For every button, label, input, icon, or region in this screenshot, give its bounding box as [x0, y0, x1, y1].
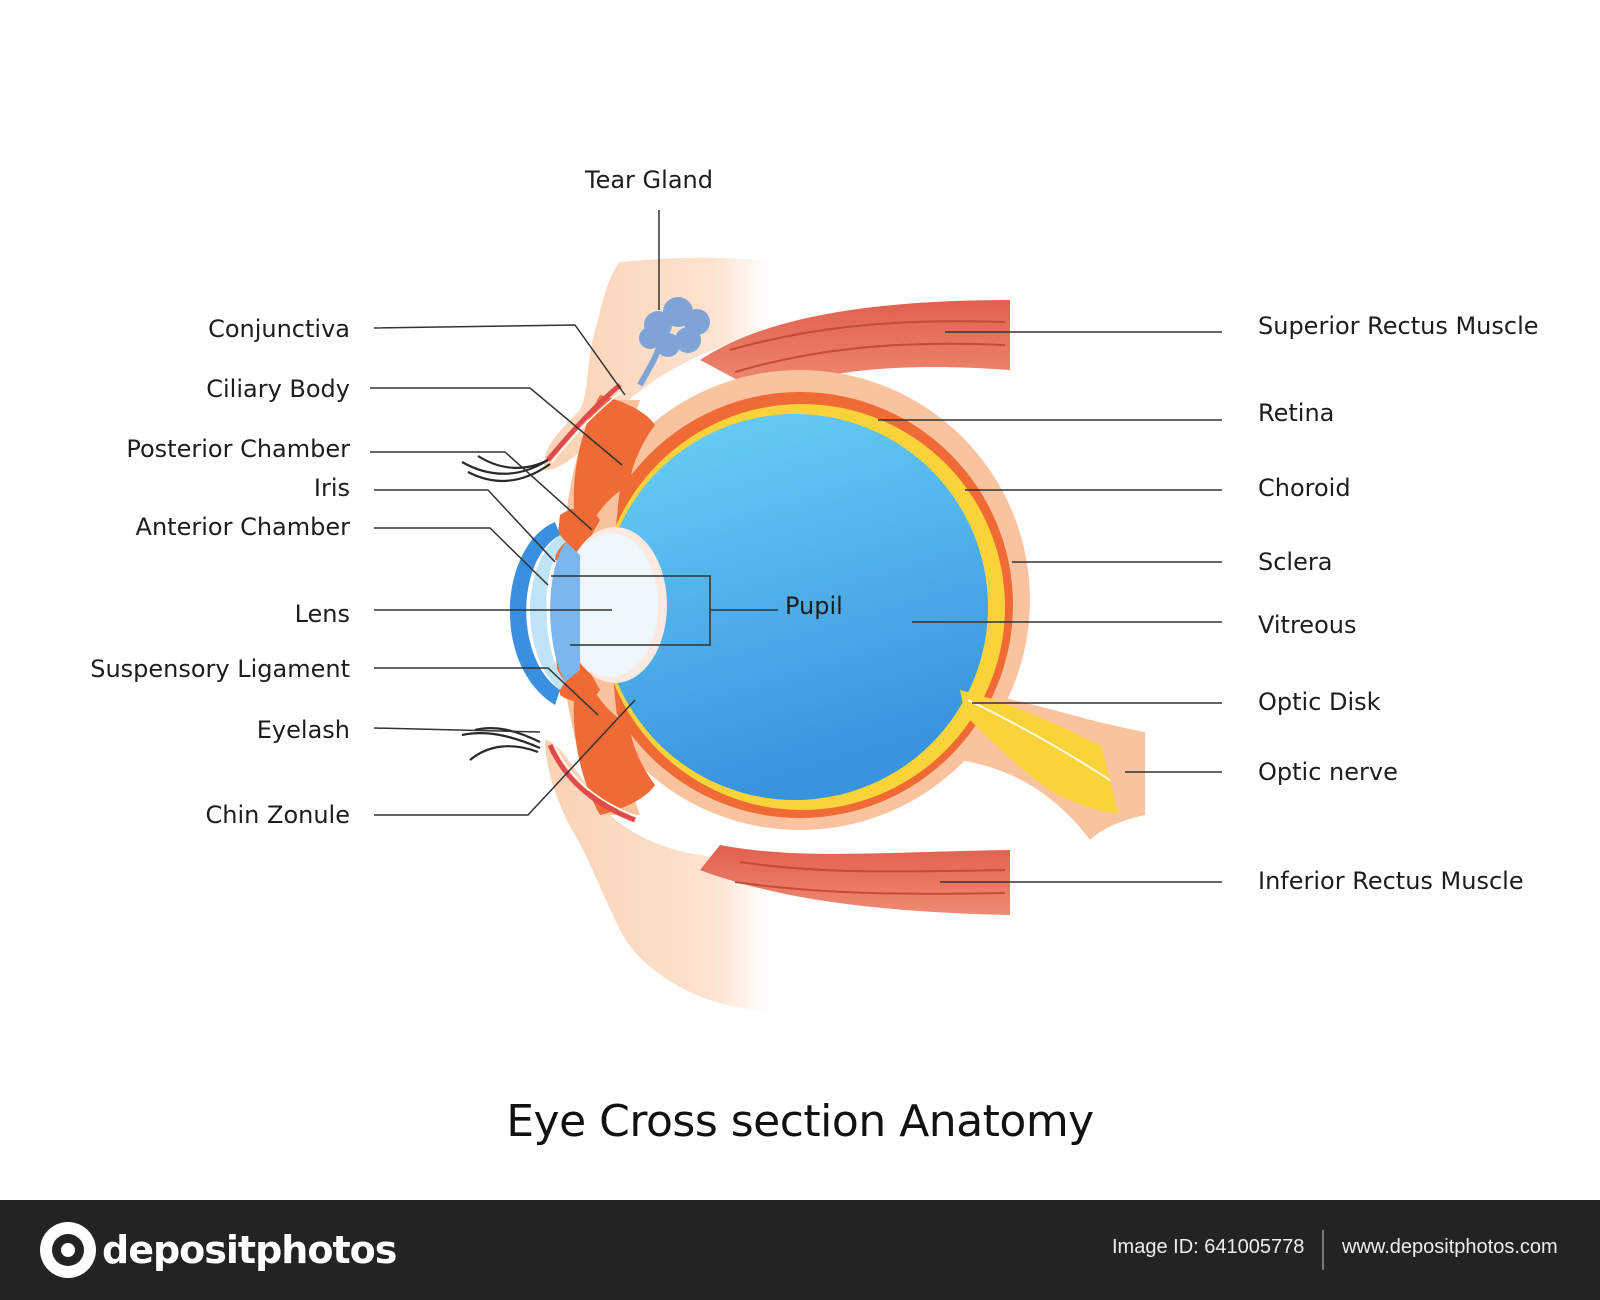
label-tear-gland: Tear Gland — [585, 166, 713, 194]
label-optic-disk: Optic Disk — [1258, 688, 1381, 716]
diagram-title: Eye Cross section Anatomy — [506, 1096, 1094, 1147]
cornea-shape — [509, 522, 560, 705]
optic-nerve-shape — [960, 690, 1125, 815]
label-inferior-rectus-muscle: Inferior Rectus Muscle — [1258, 867, 1524, 895]
ciliary-body-lower — [573, 685, 655, 815]
label-choroid: Choroid — [1258, 474, 1351, 502]
eye-diagram: Tear Gland Conjunctiva Ciliary Body Post… — [90, 166, 1539, 1147]
label-sclera: Sclera — [1258, 548, 1333, 576]
brand-logo[interactable]: depositphotos — [40, 1220, 397, 1280]
label-lens: Lens — [294, 600, 350, 628]
image-id: Image ID: 641005778 — [1112, 1236, 1305, 1258]
camera-logo-icon — [40, 1222, 96, 1278]
conjunctiva-lower — [547, 744, 636, 823]
label-conjunctiva: Conjunctiva — [208, 315, 350, 343]
label-anterior-chamber: Anterior Chamber — [135, 513, 350, 541]
label-superior-rectus-muscle: Superior Rectus Muscle — [1258, 312, 1539, 340]
tear-gland-shape — [637, 297, 710, 387]
label-optic-nerve: Optic nerve — [1258, 758, 1398, 786]
label-vitreous: Vitreous — [1258, 611, 1357, 639]
leader-lines — [370, 210, 1222, 883]
label-iris: Iris — [313, 474, 350, 502]
eye-cross-section-illustration — [370, 210, 1222, 1010]
eyelash-lower — [461, 727, 541, 761]
label-posterior-chamber: Posterior Chamber — [126, 435, 350, 463]
label-chin-zonule: Chin Zonule — [205, 801, 350, 829]
vitreous-shape — [602, 414, 988, 800]
eyelash-upper — [461, 455, 551, 483]
label-suspensory-ligament: Suspensory Ligament — [90, 655, 350, 683]
footer-divider — [1322, 1230, 1324, 1270]
label-pupil: Pupil — [785, 592, 843, 620]
label-ciliary-body: Ciliary Body — [206, 375, 350, 403]
conjunctiva-upper — [546, 383, 622, 462]
inferior-rectus-muscle-shape — [700, 845, 1010, 915]
brand-name: depositphotos — [102, 1228, 397, 1272]
ciliary-body-shape — [573, 395, 655, 525]
label-eyelash: Eyelash — [256, 716, 350, 744]
superior-rectus-muscle-shape — [700, 300, 1010, 392]
label-retina: Retina — [1258, 399, 1335, 427]
site-url-link[interactable]: www.depositphotos.com — [1342, 1236, 1558, 1258]
footer-bar: depositphotos Image ID: 641005778 www.de… — [0, 1200, 1600, 1300]
